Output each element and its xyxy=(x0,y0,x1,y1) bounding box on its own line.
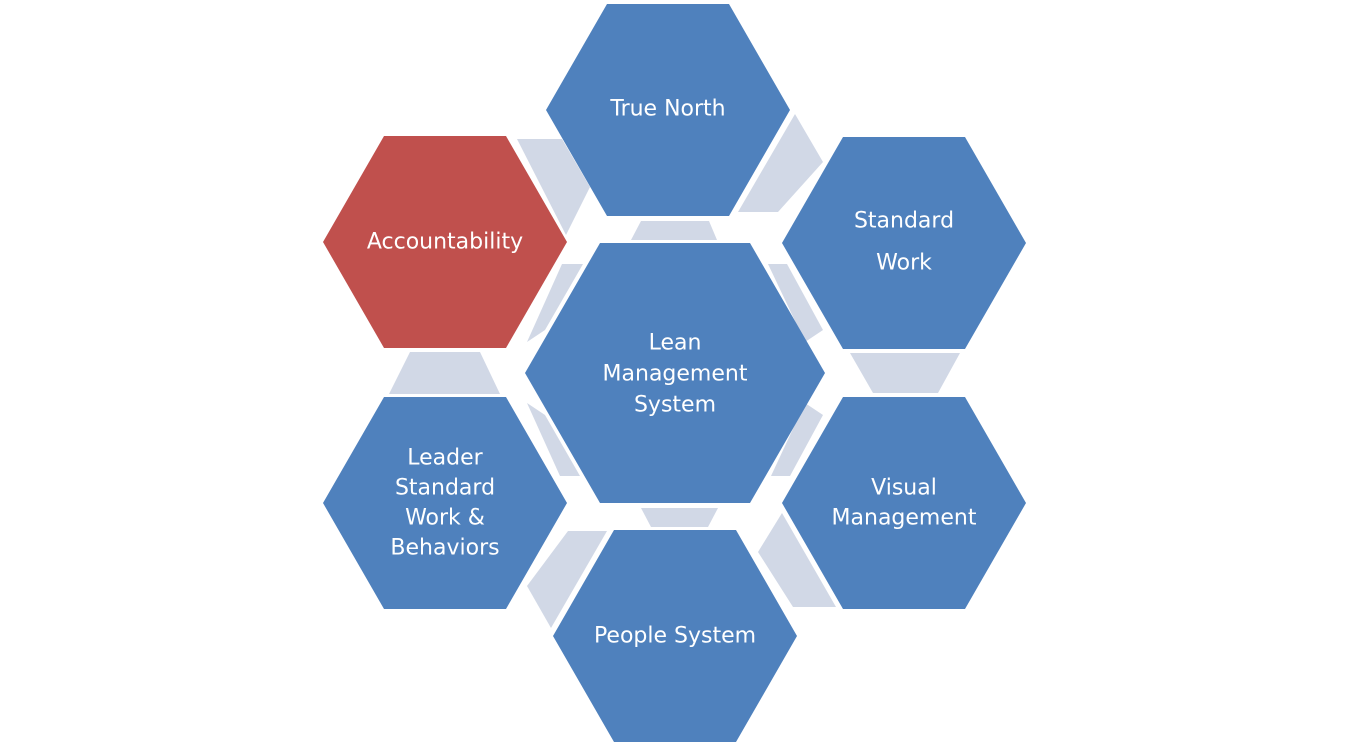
connector-center-visual-management xyxy=(771,403,823,476)
hexagon-label-center-line-1: Lean xyxy=(649,331,702,356)
hexagon-shape-true-north xyxy=(546,4,790,216)
hexagon-label-center-line-3: System xyxy=(634,393,716,418)
connector-standard-work-visual-management xyxy=(850,353,960,393)
connector-leader-accountability xyxy=(389,352,500,394)
hexagon-label-true-north-line-1: True North xyxy=(609,97,725,122)
hexagon-people-system: People System xyxy=(553,530,797,742)
connector-people-system-leader xyxy=(527,531,607,628)
hexagon-label-visual-management-line-1: Visual xyxy=(871,476,937,501)
hexagon-shape-standard-work xyxy=(782,137,1026,349)
hexagon-label-visual-management-line-2: Management xyxy=(832,506,977,531)
hexagon-shape-accountability xyxy=(323,136,567,348)
connector-true-north-center xyxy=(631,221,717,240)
hexagon-label-standard-work-line-2: Work xyxy=(876,251,932,276)
hexagon-label-center-line-2: Management xyxy=(603,362,748,387)
hexagon-true-north: True North xyxy=(546,4,790,216)
connector-center-people-system xyxy=(641,508,718,527)
connector-center-accountability xyxy=(527,264,583,342)
connector-center-leader xyxy=(527,403,580,476)
hexagon-accountability: Accountability xyxy=(323,136,567,348)
hexagon-label-leader-standard-work-line-3: Work & xyxy=(405,506,485,531)
hexagon-label-leader-standard-work-line-1: Leader xyxy=(407,446,483,471)
connector-center-standard-work xyxy=(768,264,823,342)
hexagon-shape-center xyxy=(525,243,825,503)
connector-visual-management-people-system xyxy=(758,513,836,607)
connector-true-north-standard-work xyxy=(738,114,823,212)
connector-accountability-true-north xyxy=(517,139,590,235)
hexagon-label-leader-standard-work-line-4: Behaviors xyxy=(390,536,499,561)
connectors xyxy=(389,114,960,628)
hexagon-shape-leader-standard-work xyxy=(323,397,567,609)
hexagon-label-people-system-line-1: People System xyxy=(594,624,756,649)
hexagon-label-standard-work-line-1: Standard xyxy=(854,209,954,234)
hexagon-shape-people-system xyxy=(553,530,797,742)
hexagon-label-leader-standard-work-line-2: Standard xyxy=(395,476,495,501)
hexagon-label-accountability-line-1: Accountability xyxy=(367,230,523,255)
hexagon-shape-visual-management xyxy=(782,397,1026,609)
